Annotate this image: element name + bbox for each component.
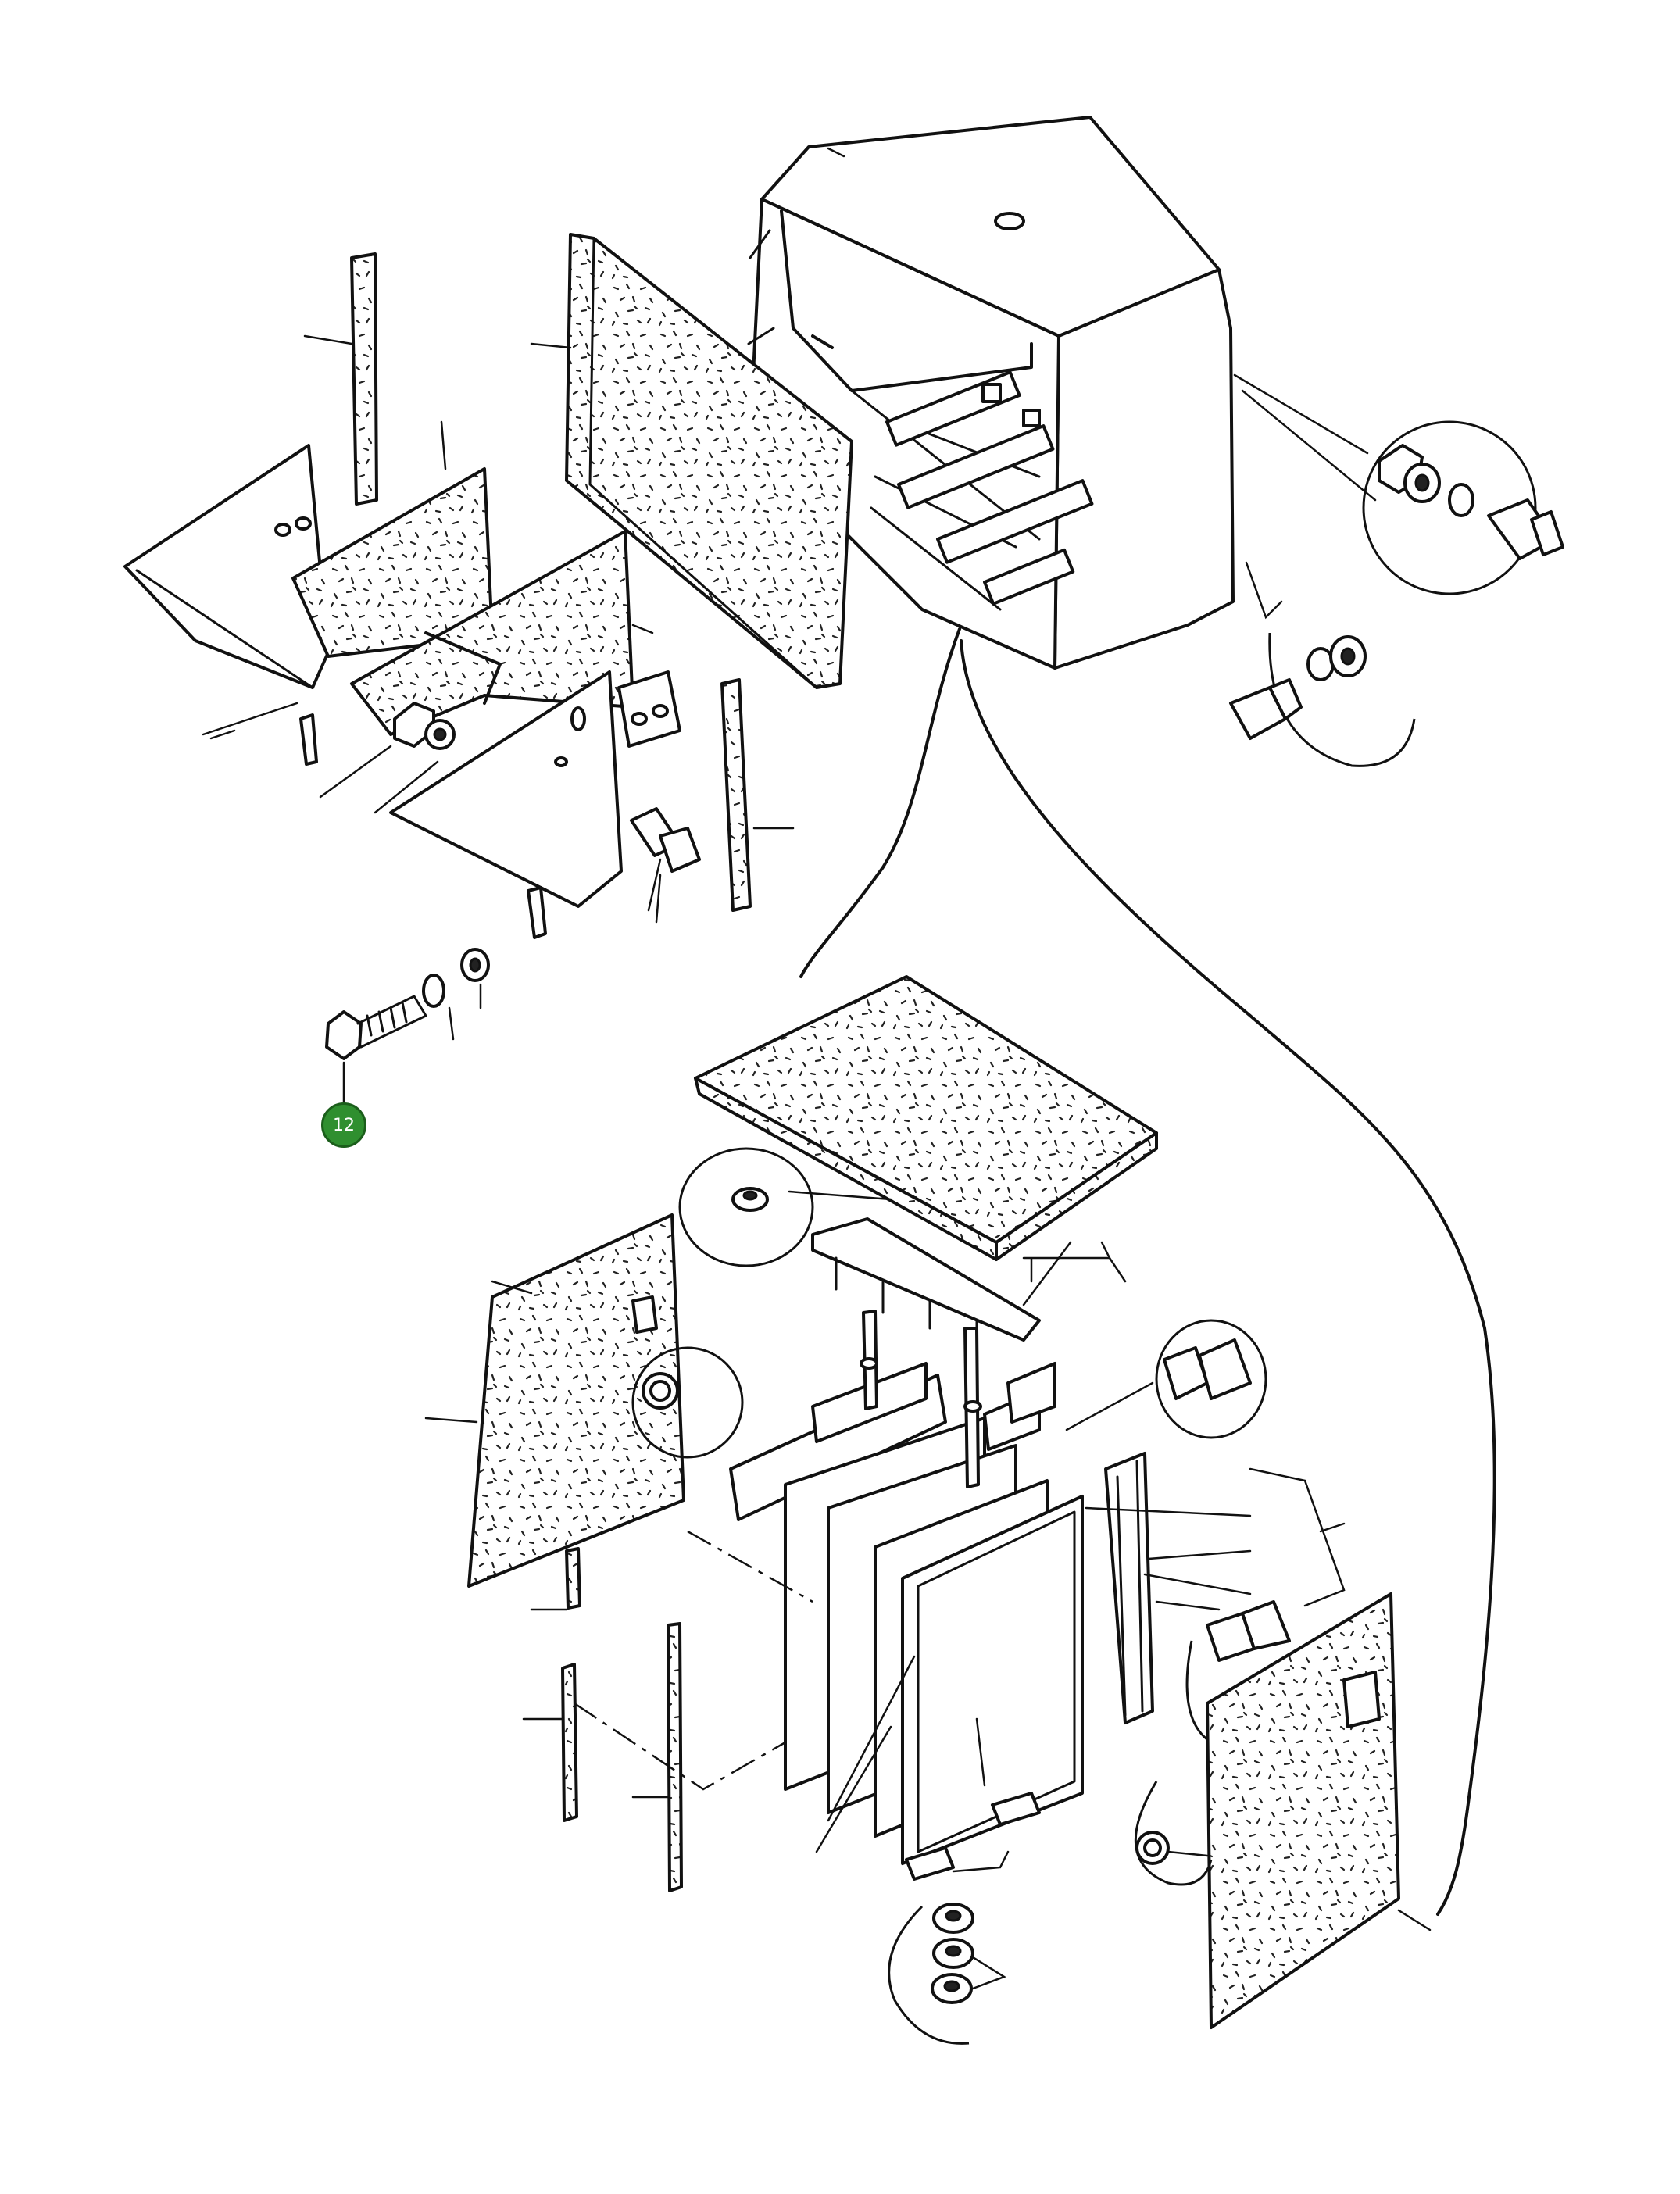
leader-lines-top bbox=[202, 147, 845, 1041]
bottom-vertical-bars bbox=[522, 1530, 813, 1892]
battery-cell-stack bbox=[729, 1362, 1084, 1865]
channel-bracket bbox=[1085, 1452, 1252, 1724]
washer-stack-callout bbox=[888, 1903, 1006, 2045]
part-callout-12-label: 12 bbox=[333, 1115, 355, 1135]
side-lid-assembly bbox=[123, 444, 681, 939]
bolt-callout-right bbox=[1022, 1241, 1267, 1439]
hardware-left bbox=[325, 702, 701, 1060]
bottom-spacer-strips bbox=[905, 1792, 1041, 1881]
bottom-top-insulation-slab bbox=[694, 975, 1158, 1261]
battery-box-housing bbox=[747, 116, 1235, 670]
terminal-bar bbox=[811, 1217, 1041, 1488]
bottom-right-insulation-panel bbox=[1134, 1592, 1432, 2029]
spacer-callout bbox=[678, 1147, 892, 1267]
left-vertical-strip bbox=[350, 252, 378, 506]
top-insulation-panel bbox=[565, 233, 853, 689]
bottom-left-insulation-panel bbox=[424, 1213, 744, 1588]
hardware-callouts-top-right bbox=[1229, 373, 1564, 767]
leader-lines-bottom bbox=[815, 1241, 1346, 1853]
right-vertical-strip bbox=[720, 678, 752, 912]
connector-curves bbox=[799, 627, 1496, 1916]
part-callout-12[interactable]: 12 bbox=[321, 1102, 366, 1148]
